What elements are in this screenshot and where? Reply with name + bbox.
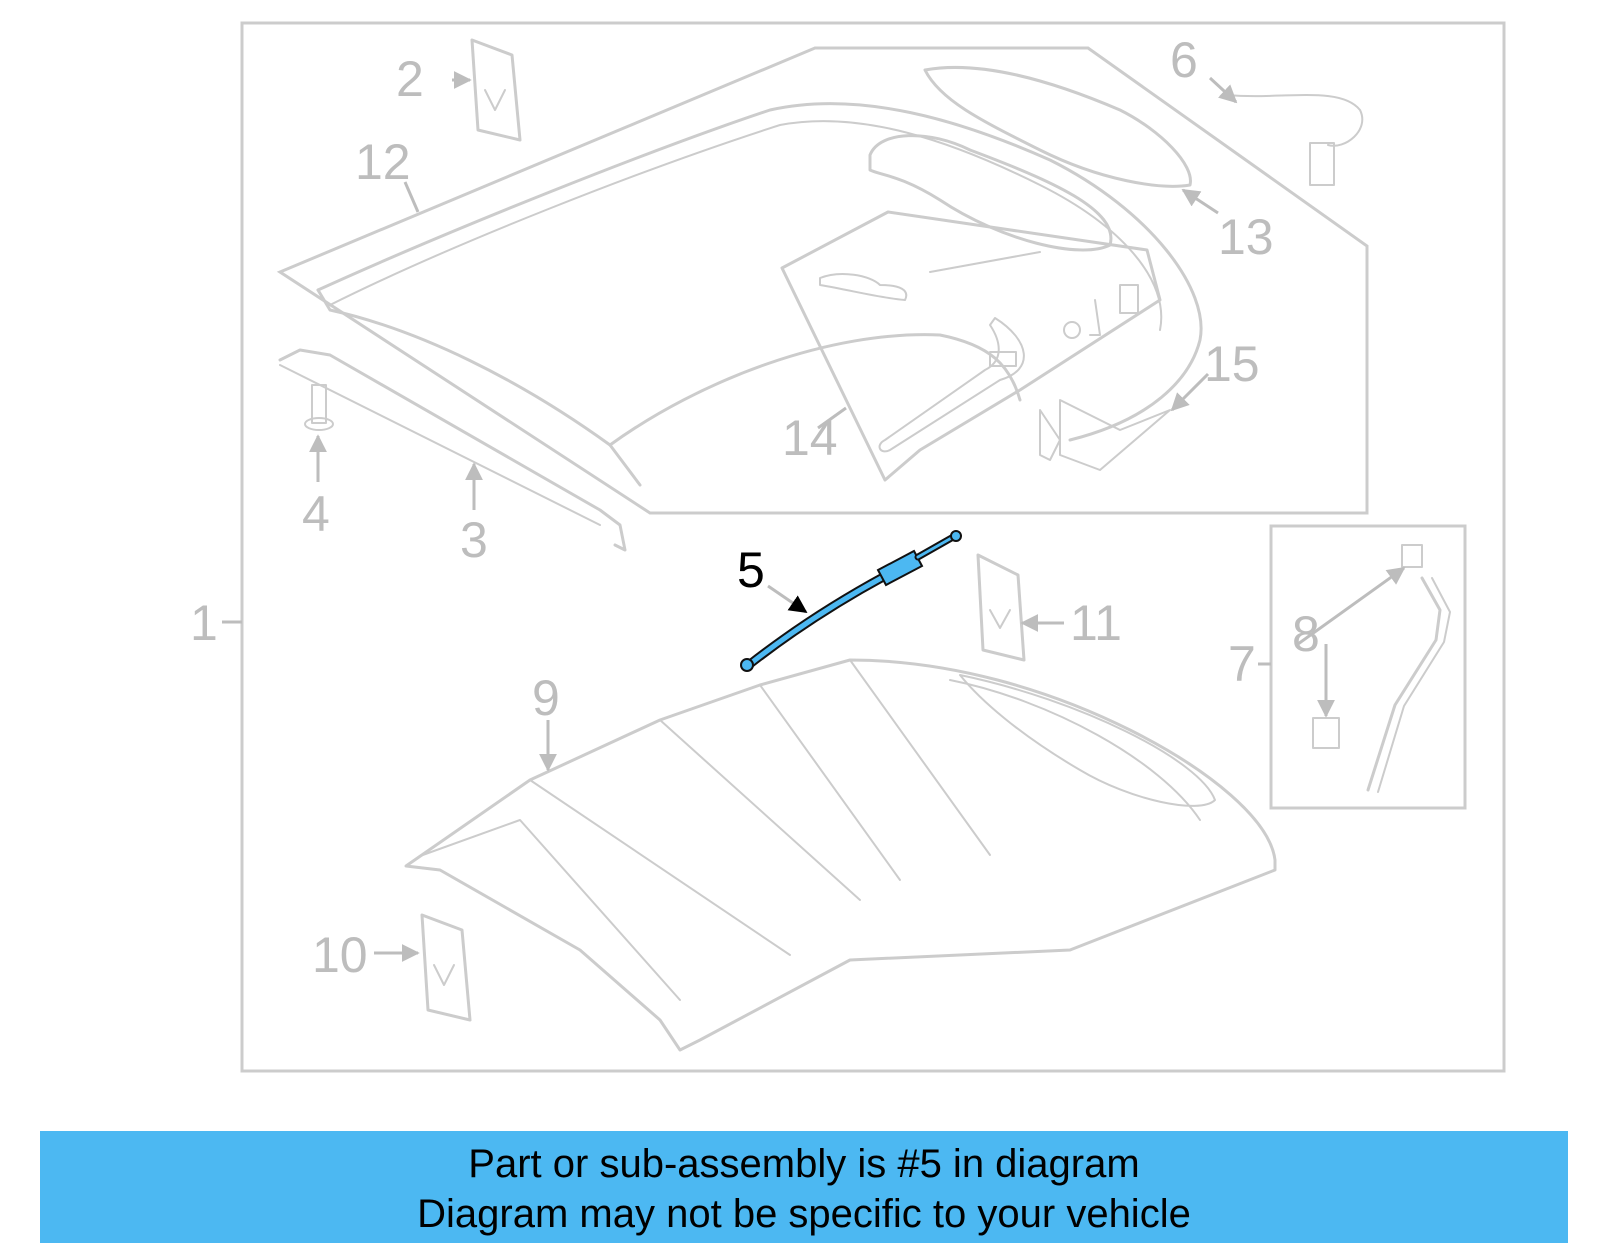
bolt-4 <box>304 384 334 431</box>
callout-12: 12 <box>355 134 411 190</box>
callout-9: 9 <box>532 670 560 726</box>
weatherstrip-3 <box>278 348 627 552</box>
callout-14: 14 <box>782 410 838 466</box>
fastener-bag-10 <box>420 913 472 1022</box>
callout-13: 13 <box>1218 209 1274 265</box>
subassembly-7 <box>1312 544 1451 793</box>
strut-5-highlight <box>740 530 962 672</box>
callout-5: 5 <box>737 542 765 598</box>
banner-line-1: Part or sub-assembly is #5 in diagram <box>468 1142 1140 1186</box>
callout-4: 4 <box>302 486 330 542</box>
fastener-bag-2 <box>470 38 522 142</box>
callout-11: 11 <box>1070 595 1122 651</box>
callout-3: 3 <box>460 512 488 568</box>
callout-8: 8 <box>1292 606 1320 662</box>
parts-diagram: 1 2 3 4 5 6 7 8 9 10 11 12 13 14 15 <box>190 21 1506 1073</box>
assembly-frame <box>240 21 1506 1073</box>
callout-7: 7 <box>1228 636 1256 692</box>
callout-1: 1 <box>190 595 218 651</box>
soft-top-9 <box>404 658 1277 1052</box>
fastener-bag-11 <box>976 553 1026 662</box>
callout-6: 6 <box>1170 32 1198 88</box>
subassembly-7-frame <box>1269 524 1467 810</box>
banner-line-2: Diagram may not be specific to your vehi… <box>417 1192 1191 1236</box>
callout-10: 10 <box>312 927 368 983</box>
hardtop-shell <box>316 65 1203 487</box>
callout-15: 15 <box>1204 336 1260 392</box>
info-banner: Part or sub-assembly is #5 in diagram Di… <box>40 1131 1568 1243</box>
hardtop-subframe <box>276 46 1369 515</box>
inset-14 <box>780 210 1162 482</box>
callout-2: 2 <box>396 51 424 107</box>
harness-6 <box>1227 94 1364 186</box>
